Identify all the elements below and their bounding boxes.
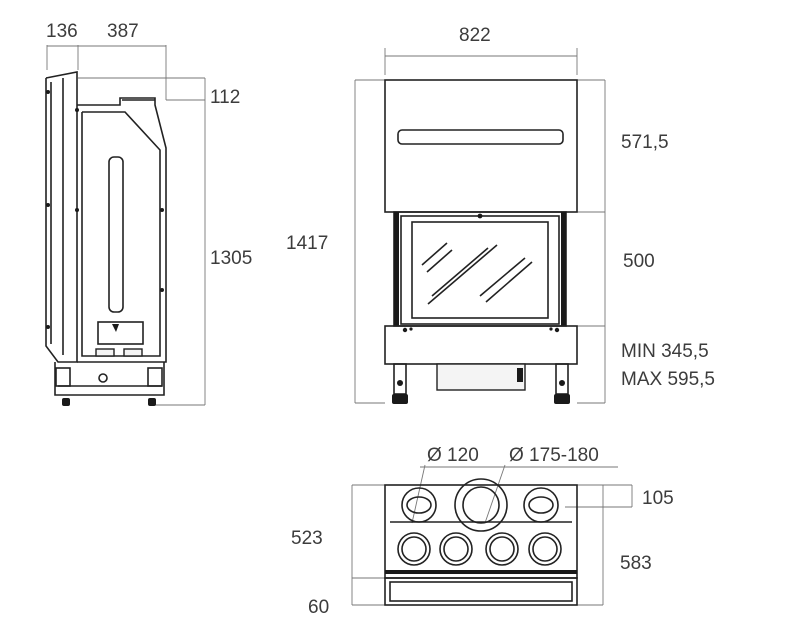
side-dimension-lines	[46, 45, 206, 406]
top-dimension-lines	[351, 464, 633, 606]
top-front-lip-label: 60	[308, 597, 329, 618]
side-depth-body-label: 387	[107, 21, 139, 42]
front-base-min-label: MIN 345,5	[621, 341, 709, 362]
side-height-label: 1305	[210, 248, 252, 269]
top-small-outlet-label: Ø 120	[427, 445, 479, 466]
top-flue-outlet-label: Ø 175-180	[509, 445, 599, 466]
side-depth-front-label: 136	[46, 21, 78, 42]
top-body-outline	[384, 478, 578, 606]
side-body-outline	[45, 71, 167, 406]
side-collar-height-label: 112	[210, 87, 240, 108]
top-outlet-offset-label: 105	[642, 488, 674, 509]
front-view: 822 1417 571,5 500 MIN 345,5 MAX 595,5	[286, 25, 715, 404]
top-view: Ø 120 Ø 175-180 105 523 583 60	[291, 445, 674, 618]
top-depth-total-label: 583	[620, 553, 652, 574]
front-door-height-label: 500	[623, 251, 655, 272]
front-body-outline	[384, 79, 578, 404]
front-base-max-label: MAX 595,5	[621, 369, 715, 390]
front-width-label: 822	[459, 25, 491, 46]
side-view: 136 387 112 1305	[45, 21, 252, 406]
front-total-height-label: 1417	[286, 233, 328, 254]
top-depth-inner-label: 523	[291, 528, 323, 549]
front-dimension-lines	[354, 48, 606, 404]
front-upper-height-label: 571,5	[621, 132, 669, 153]
